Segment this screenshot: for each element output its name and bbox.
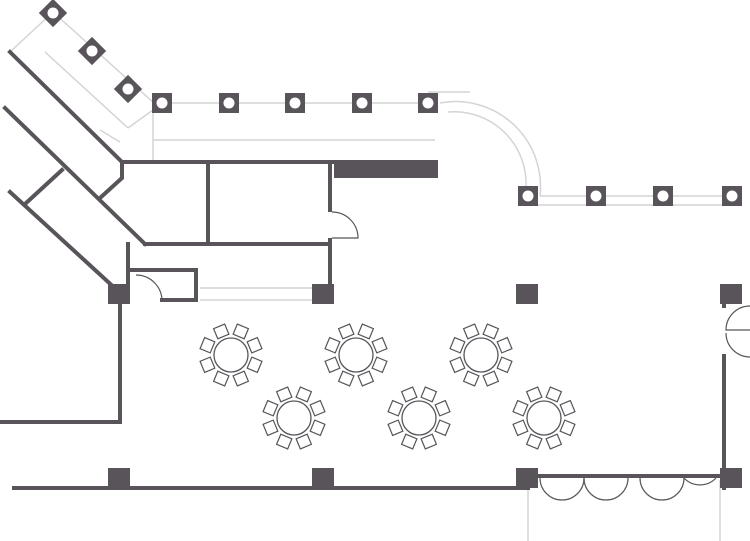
chair [371,356,388,374]
table-top [276,400,312,436]
chair [212,370,230,387]
chair [275,433,293,450]
window-column [352,93,372,113]
chair [199,356,216,374]
round-table [324,323,388,387]
column [312,468,334,488]
chair [512,419,529,437]
window-column [152,93,172,113]
window-column [38,0,68,28]
window-column [113,74,143,104]
column [312,284,334,304]
chair [434,419,451,437]
chair [357,323,375,340]
chair [337,370,355,387]
chair [212,323,230,340]
chair [246,336,263,354]
outline-lines [9,11,740,541]
chair [295,433,313,450]
chair [462,323,480,340]
table-top [526,400,562,436]
window-column [285,93,305,113]
chair [525,386,543,403]
chair [357,370,375,387]
walls [0,49,726,490]
chair [559,399,576,417]
chair [275,386,293,403]
chair [496,336,513,354]
column [108,284,130,304]
chair [420,386,438,403]
window-columns [38,0,742,206]
chair [462,370,480,387]
column [720,284,742,304]
chair [400,386,418,403]
round-table [199,323,263,387]
window-column [653,186,673,206]
round-table [387,386,451,450]
chair [199,336,216,354]
chair [387,419,404,437]
structural-columns [108,284,742,488]
table-top [463,337,499,373]
chair [324,356,341,374]
window-column [77,36,107,66]
column [108,468,130,488]
window-column [586,186,606,206]
chair [232,323,250,340]
chair [400,433,418,450]
column [516,284,538,304]
round-table [262,386,326,450]
chair [449,336,466,354]
chair [420,433,438,450]
round-tables [199,323,576,450]
chair [309,419,326,437]
chair [262,419,279,437]
chair [434,399,451,417]
column [516,468,538,488]
chair [559,419,576,437]
round-table [449,323,513,387]
chair [371,336,388,354]
chair [246,356,263,374]
chair [337,323,355,340]
door-swings [135,211,750,501]
table-top [213,337,249,373]
chair [545,386,563,403]
table-top [338,337,374,373]
window-column [722,186,742,206]
window-column [219,93,239,113]
table-top [401,400,437,436]
chair [525,433,543,450]
chair [482,370,500,387]
chair [449,356,466,374]
chair [324,336,341,354]
chair [496,356,513,374]
chair [309,399,326,417]
chair [545,433,563,450]
round-table [512,386,576,450]
wall-segment-block [334,160,438,178]
chair [482,323,500,340]
chair [262,399,279,417]
chair [387,399,404,417]
chair [295,386,313,403]
column [720,468,742,488]
window-column [518,186,538,206]
chair [512,399,529,417]
window-column [418,93,438,113]
chair [232,370,250,387]
